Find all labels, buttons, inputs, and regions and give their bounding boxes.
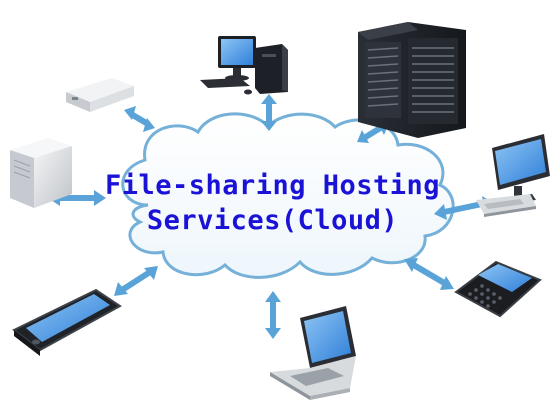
desktop-monitor-icon: [476, 134, 550, 217]
cloud-title-line-1: File-sharing Hosting: [104, 170, 441, 201]
arrow-laptop: [265, 291, 281, 339]
laptop-icon: [270, 306, 356, 400]
desktop-computer-icon: [200, 36, 288, 95]
network-switch-icon: [66, 78, 134, 112]
arrow-desktop: [261, 94, 277, 131]
blackberry-phone-icon: [454, 260, 542, 318]
arrow-switch: [124, 106, 155, 132]
arrow-blackberry: [404, 258, 454, 290]
smartphone-icon: [12, 288, 122, 356]
cloud-title-line-2: Services(Cloud): [146, 205, 399, 236]
server-rack-icon: [358, 22, 466, 138]
tower-server-icon: [10, 138, 72, 208]
cloud-title: File-sharing Hosting Services(Cloud): [95, 168, 450, 238]
cloud-shape: [121, 112, 455, 279]
arrow-smartphone: [114, 266, 158, 296]
